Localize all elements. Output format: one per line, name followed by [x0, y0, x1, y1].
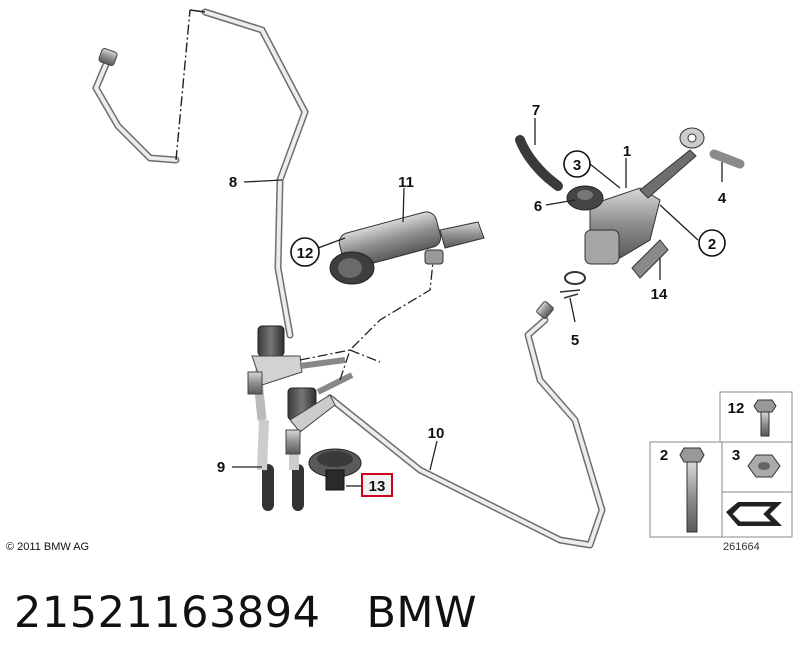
clutch-line-upper [92, 8, 309, 339]
svg-text:11: 11 [398, 174, 414, 191]
legend-label-2: 2 [660, 447, 668, 464]
svg-text:8: 8 [229, 174, 237, 191]
bolt-short-icon [753, 399, 777, 437]
callout-14: 14 [651, 286, 668, 303]
leader-lines [232, 118, 723, 487]
footer: 21521163894 BMW [14, 588, 477, 638]
callout-4: 4 [718, 190, 727, 207]
svg-text:4: 4 [718, 190, 727, 207]
callout-12: 12 [290, 237, 320, 267]
callout-10: 10 [428, 425, 445, 442]
svg-text:6: 6 [534, 198, 542, 215]
svg-text:13: 13 [369, 478, 386, 495]
callout-2: 2 [698, 229, 726, 257]
callout-6: 6 [534, 198, 542, 215]
diagram-code: 261664 [723, 541, 760, 553]
brand-name: BMW [366, 588, 478, 638]
arrow-icon [726, 502, 782, 526]
hose-assembly [247, 325, 354, 511]
callout-1: 1 [623, 143, 631, 160]
callout-9: 9 [217, 459, 225, 476]
callout-7: 7 [532, 102, 540, 119]
svg-text:5: 5 [571, 332, 579, 349]
clutch-line-lower [326, 301, 606, 549]
svg-text:14: 14 [651, 286, 668, 303]
legend-label-3: 3 [732, 447, 740, 464]
master-cylinder [515, 127, 745, 299]
callout-8: 8 [229, 174, 237, 191]
callout-3: 3 [563, 150, 591, 178]
svg-text:10: 10 [428, 425, 445, 442]
svg-text:2: 2 [708, 236, 716, 253]
fastener-legend: 12 2 3 [649, 391, 793, 538]
slave-cylinder [329, 211, 485, 285]
svg-text:3: 3 [573, 157, 581, 174]
nut-icon [747, 454, 781, 478]
legend-label-12: 12 [728, 400, 745, 417]
grommet-part-13 [308, 448, 362, 491]
bolt-long-icon [679, 447, 705, 533]
callout-5: 5 [571, 332, 579, 349]
copyright-text: © 2011 BMW AG [6, 541, 90, 553]
callout-13-highlight: 13 [361, 473, 393, 497]
callout-11: 11 [398, 174, 414, 191]
svg-text:7: 7 [532, 102, 540, 119]
svg-text:12: 12 [297, 245, 314, 262]
svg-text:1: 1 [623, 143, 631, 160]
svg-text:9: 9 [217, 459, 225, 476]
part-number: 21521163894 [14, 588, 321, 638]
